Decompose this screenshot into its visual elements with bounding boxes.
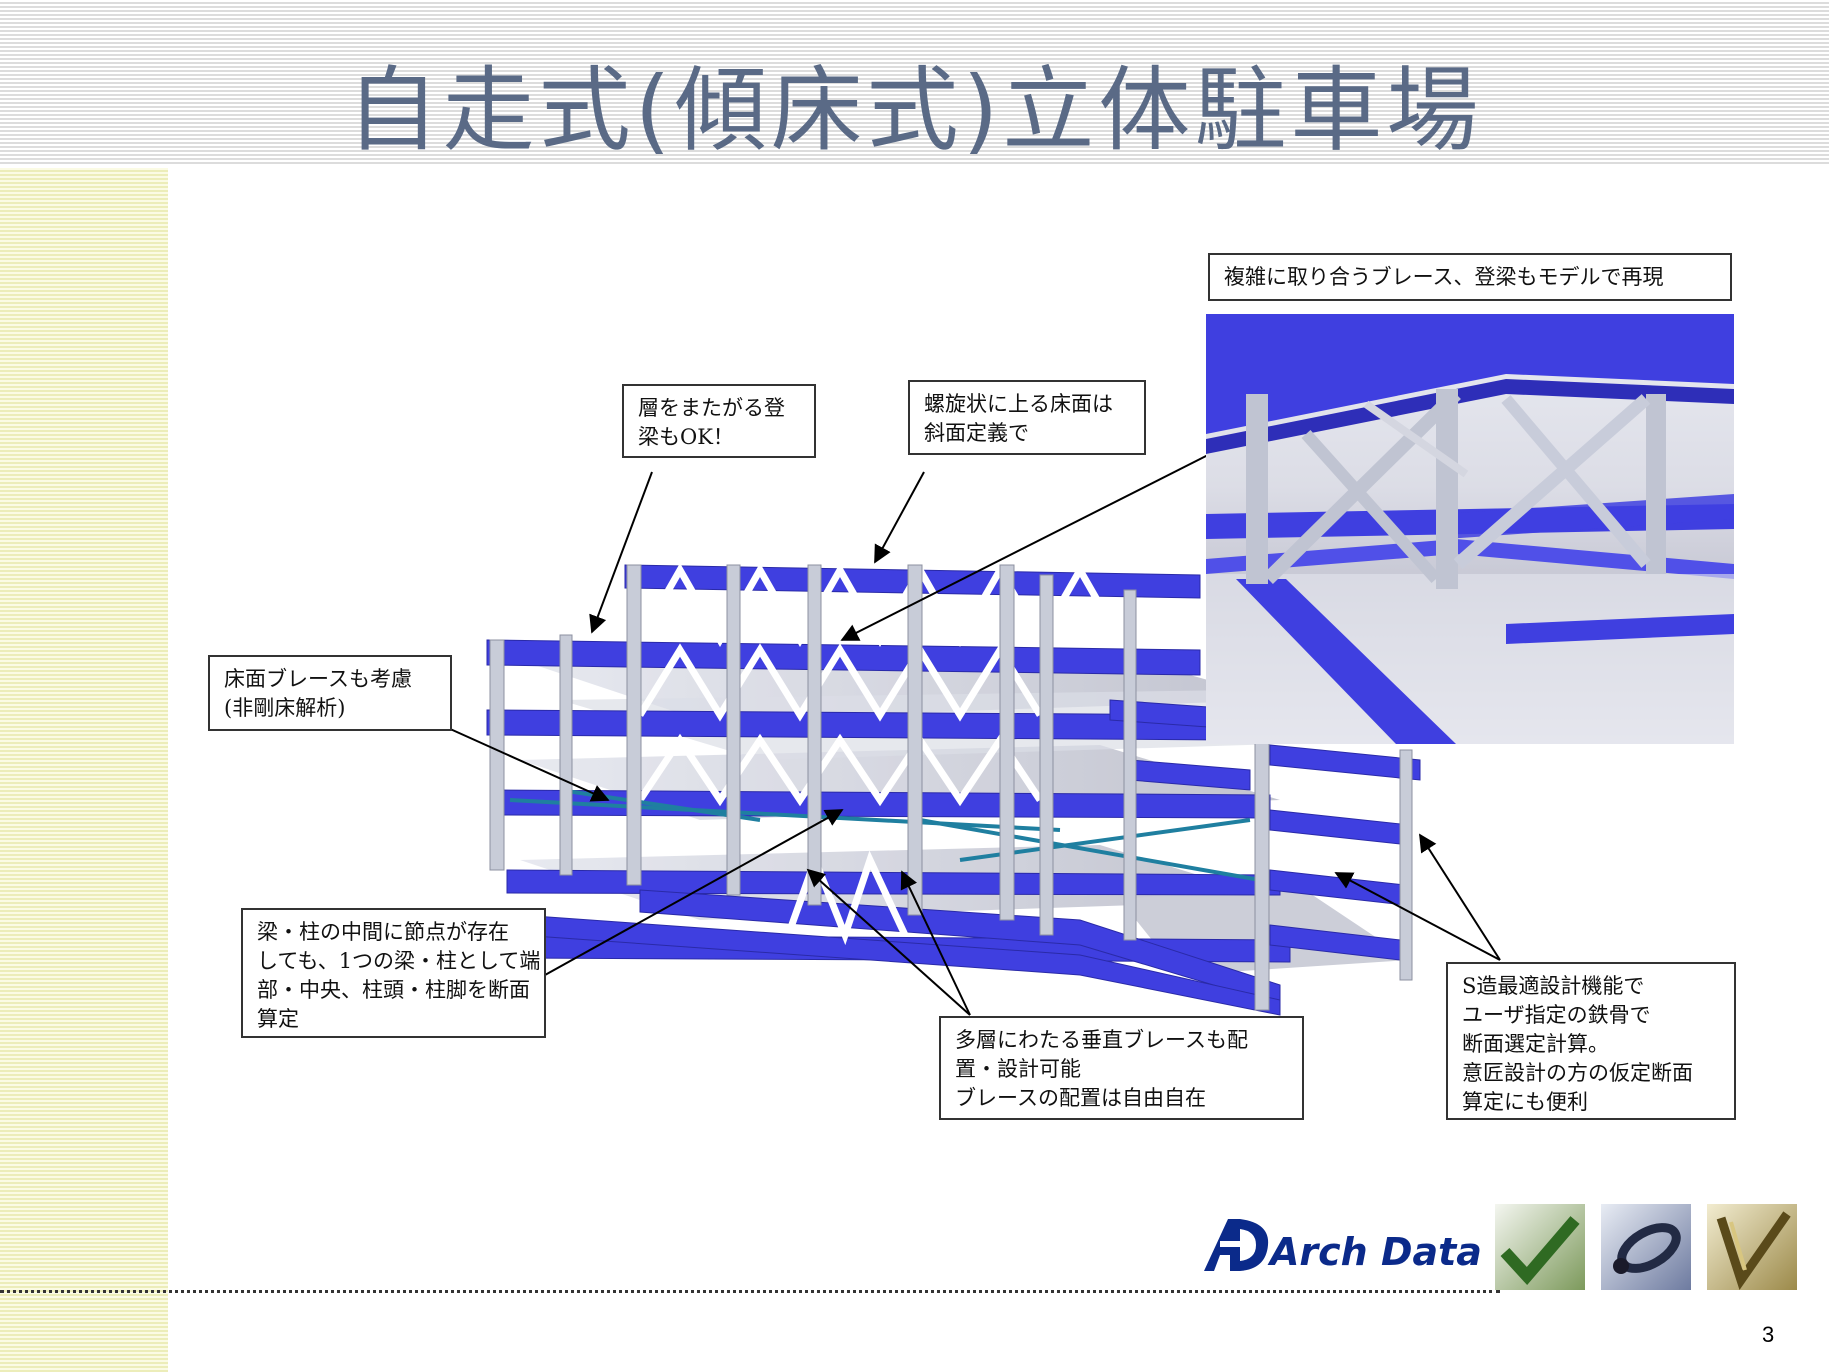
- callout-spiral-floor-line-1: 螺旋状に上る床面は: [924, 392, 1113, 416]
- structure-check-icon: [1495, 1204, 1585, 1290]
- footer-divider: [0, 1290, 1500, 1293]
- callout-vertical-brace-line-2: 置・設計可能: [955, 1057, 1081, 1081]
- callout-slope-beam-line-2: 梁もOK！: [638, 425, 734, 449]
- page-number: 3: [1762, 1322, 1775, 1347]
- callout-floor-brace-line-2: (非剛床解析): [224, 696, 346, 720]
- slide-title: 自走式(傾床式)立体駐車場: [346, 57, 1483, 164]
- inset-structure-detail: [1206, 314, 1734, 744]
- side-band: [0, 168, 168, 1372]
- callout-steel-design-line-2: ユーザ指定の鉄骨で: [1462, 1003, 1651, 1027]
- callout-floor-brace-line-1: 床面ブレースも考慮: [224, 667, 412, 691]
- inset-render: [1206, 314, 1734, 744]
- callout-vertical-brace-line-3: ブレースの配置は自由自在: [955, 1086, 1206, 1110]
- callout-arrows: [447, 454, 1501, 1016]
- callout-complex-brace: 複雑に取り合うブレース、登梁もモデルで再現: [1208, 253, 1732, 301]
- callout-spiral-floor: 螺旋状に上る床面は 斜面定義で: [908, 380, 1146, 455]
- callout-intermediate-node-line-2: しても、1つの梁・柱として端: [257, 949, 541, 973]
- callout-steel-design-line-5: 算定にも便利: [1462, 1090, 1588, 1114]
- columns: [489, 564, 1413, 1011]
- callout-intermediate-node-line-4: 算定: [257, 1007, 299, 1031]
- header-band: [0, 0, 1829, 165]
- structure-ring-icon: [1601, 1204, 1691, 1290]
- callout-intermediate-node-line-3: 部・中央、柱頭・柱脚を断面: [257, 978, 530, 1002]
- structure-v-icon: [1707, 1204, 1797, 1291]
- callout-steel-design: S造最適設計機能で ユーザ指定の鉄骨で 断面選定計算。 意匠設計の方の仮定断面 …: [1446, 962, 1736, 1120]
- callout-intermediate-node-line-1: 梁・柱の中間に節点が存在: [257, 920, 509, 944]
- callout-intermediate-node: 梁・柱の中間に節点が存在 しても、1つの梁・柱として端 部・中央、柱頭・柱脚を断…: [241, 908, 546, 1038]
- callout-slope-beam-line-1: 層をまたがる登: [638, 396, 785, 420]
- callout-floor-brace: 床面ブレースも考慮 (非剛床解析): [208, 655, 452, 731]
- arch-data-logo-icon: [1204, 1219, 1269, 1271]
- callout-steel-design-line-4: 意匠設計の方の仮定断面: [1462, 1061, 1693, 1085]
- callout-slope-beam: 層をまたがる登 梁もOK！: [622, 384, 816, 458]
- callout-steel-design-line-3: 断面選定計算。: [1462, 1032, 1609, 1056]
- callout-steel-design-line-1: S造最適設計機能で: [1462, 974, 1645, 998]
- callout-spiral-floor-line-2: 斜面定義で: [924, 421, 1029, 445]
- brand-name: Arch Data: [1270, 1230, 1482, 1274]
- callout-vertical-brace: 多層にわたる垂直ブレースも配 置・設計可能 ブレースの配置は自由自在: [939, 1016, 1304, 1120]
- callout-vertical-brace-line-1: 多層にわたる垂直ブレースも配: [955, 1028, 1248, 1052]
- callout-complex-line-1: 複雑に取り合うブレース、登梁もモデルで再現: [1224, 265, 1664, 289]
